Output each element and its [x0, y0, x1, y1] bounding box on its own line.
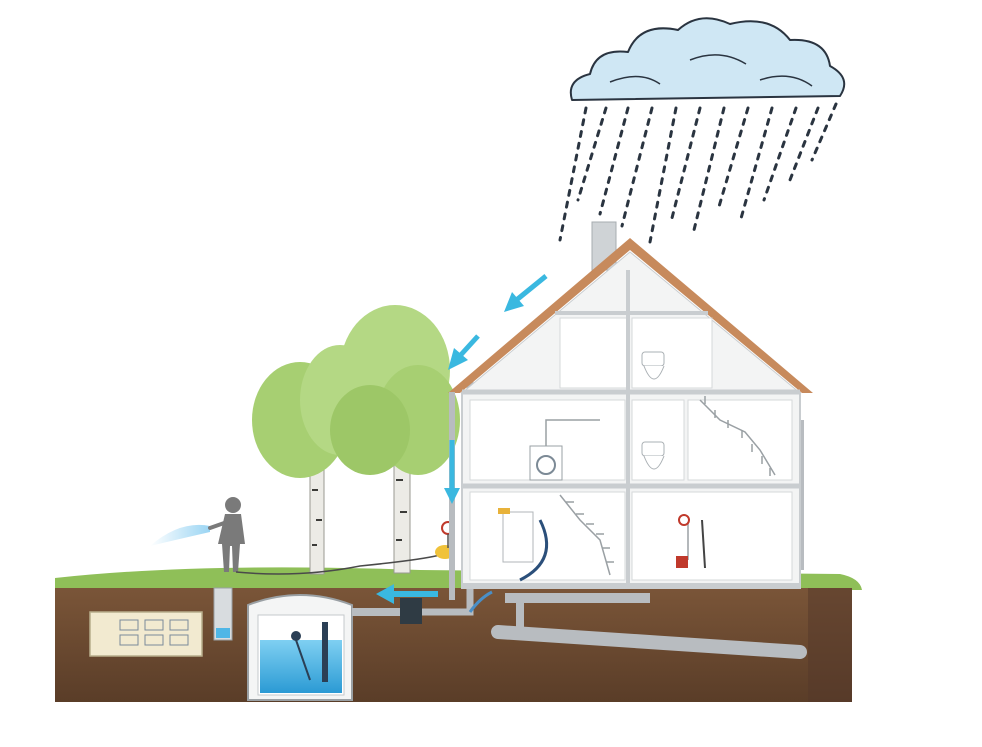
rain-icon — [560, 104, 836, 242]
tank-icon — [248, 595, 352, 700]
attic-wall — [462, 252, 800, 393]
cloud-icon — [571, 18, 844, 100]
tank-water — [260, 640, 342, 693]
tree-icon — [330, 305, 460, 573]
spray — [150, 525, 210, 546]
soil-side — [808, 588, 852, 702]
arrow-icon — [504, 276, 546, 312]
arrow-icon — [448, 336, 478, 370]
trees — [252, 305, 460, 574]
